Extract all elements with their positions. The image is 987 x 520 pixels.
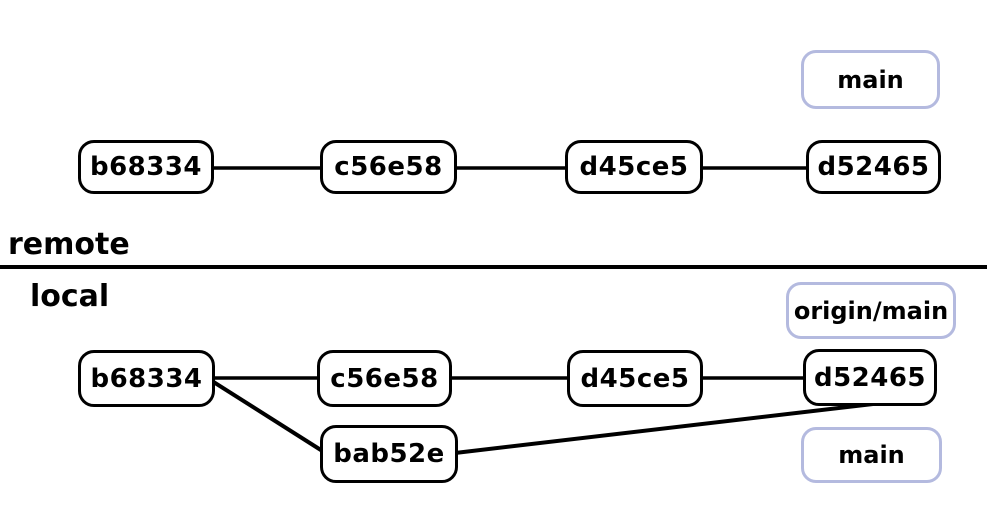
branch-badge-local-origin-main: origin/main: [786, 282, 956, 339]
commit-node-remote-b68334: b68334: [78, 140, 214, 194]
commit-node-local-bab52e: bab52e: [320, 425, 458, 483]
branch-badge-remote-main: main: [801, 50, 940, 109]
commit-node-local-d45ce5: d45ce5: [567, 350, 703, 407]
section-label-local: local: [30, 279, 110, 314]
commit-node-local-d52465: d52465: [803, 349, 937, 406]
edge-local-b68334-bab52e: [210, 379, 326, 454]
commit-node-local-b68334: b68334: [78, 350, 215, 407]
commit-node-remote-d45ce5: d45ce5: [565, 140, 703, 194]
branch-badge-local-main: main: [801, 427, 942, 483]
commit-node-remote-d52465: d52465: [806, 140, 941, 194]
edge-local-bab52e-d52465: [454, 402, 874, 455]
commit-node-local-c56e58: c56e58: [317, 350, 452, 407]
commit-node-remote-c56e58: c56e58: [320, 140, 457, 194]
section-label-remote: remote: [8, 227, 130, 262]
